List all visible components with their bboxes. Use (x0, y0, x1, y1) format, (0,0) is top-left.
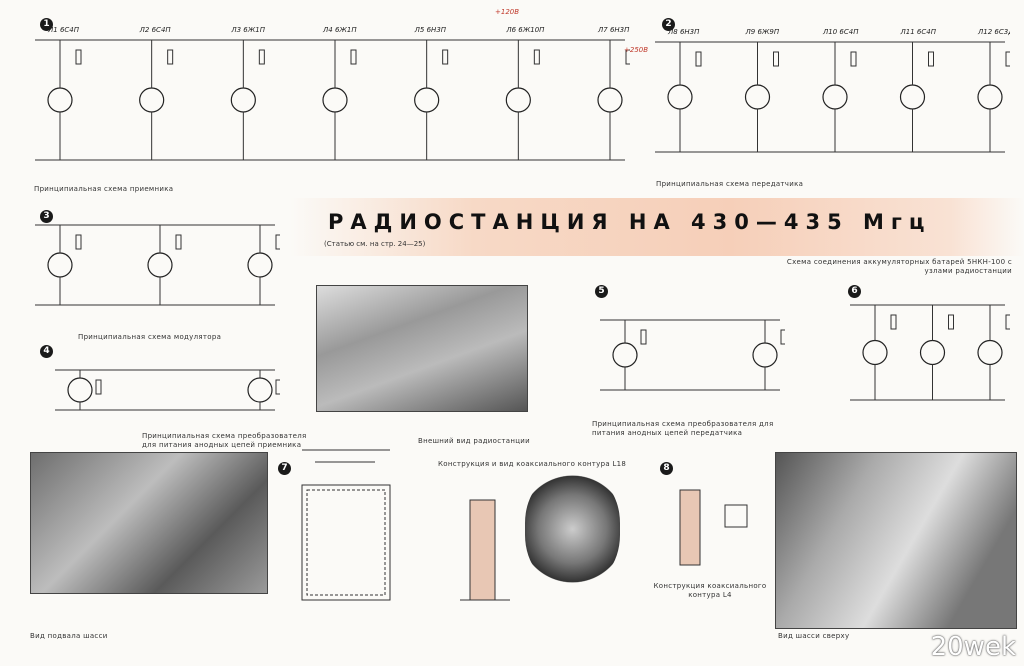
figure-number-4: 4 (40, 345, 53, 358)
resistor-symbol (850, 51, 857, 67)
resistor-symbol (948, 314, 954, 330)
tube-symbol (612, 342, 638, 368)
tube-symbol (505, 87, 531, 113)
resistor-symbol (275, 379, 280, 395)
tube-symbol (752, 342, 778, 368)
tube-symbol (862, 339, 888, 366)
tube-label: Л10 6С4П (822, 28, 859, 36)
receiver-caption: Принципиальная схема приемника (34, 185, 174, 193)
tube-symbol (822, 84, 848, 110)
resistor-symbol (1005, 51, 1010, 67)
resistor-symbol (1005, 314, 1010, 330)
tube-symbol (667, 84, 693, 110)
figure-number-3: 3 (40, 210, 53, 223)
battery-schematic (850, 304, 1010, 401)
tube-label: Л9 6Ж9П (745, 28, 780, 36)
tube-symbol (47, 87, 73, 113)
resistor-symbol (95, 379, 102, 395)
resistor-symbol (75, 234, 82, 250)
chassis-top-photo (775, 452, 1017, 629)
resistor-symbol (773, 51, 779, 67)
coax-l18-section (460, 499, 510, 601)
tx-converter-caption: Принципиальная схема преобразователя для… (592, 420, 774, 437)
resistor-symbol (640, 329, 647, 345)
page-subtitle: (Статью см. на стр. 24—25) (324, 240, 426, 248)
tube-symbol (247, 252, 273, 278)
tx-converter-schematic (600, 319, 785, 391)
figure-number-2: 2 (662, 18, 675, 31)
tube-label: Л11 6С4П (900, 28, 937, 36)
transmitter-caption: Принципиальная схема передатчика (656, 180, 804, 188)
coax-l18-caption: Конструкция и вид коаксиального контура … (438, 460, 627, 468)
rx-converter-caption: Принципиальная схема преобразователя для… (142, 432, 307, 449)
tube-symbol (247, 377, 273, 403)
transmitter-schematic: Л8 6Н3П Л9 6Ж9П Л10 6С4П Л11 6С4П Л12 6С3Д (655, 28, 1010, 153)
resistor-symbol (275, 234, 280, 250)
exterior-caption: Внешний вид радиостанции (418, 437, 530, 445)
chassis-bottom-caption: Вид подвала шасси (30, 632, 108, 640)
tx-voltage-label: +250В (624, 46, 649, 54)
resistor-symbol (533, 49, 540, 65)
tube-label: Л8 6Н3П (667, 28, 700, 36)
tube-symbol (977, 84, 1003, 110)
watermark: 20wek (930, 632, 1016, 662)
tube-label: Л5 6Н3П (414, 26, 447, 34)
resistor-symbol (167, 49, 174, 65)
tube-symbol (977, 339, 1003, 366)
tube-symbol (744, 84, 771, 110)
resistor-symbol (258, 49, 265, 65)
battery-caption: Схема соединения аккумуляторных батарей … (786, 258, 1012, 275)
tube-symbol (230, 87, 256, 113)
exterior-photo (316, 285, 528, 412)
tube-label: Л12 6С3Д (977, 28, 1010, 36)
tube-symbol (139, 87, 165, 113)
figure-number-5: 5 (595, 285, 608, 298)
resistor-symbol (928, 51, 934, 67)
modulator-caption: Принципиальная схема модулятора (78, 333, 222, 341)
tube-label: Л6 6Ж10П (505, 26, 545, 34)
tube-label: Л1 6С4П (47, 26, 80, 34)
tube-symbol (597, 87, 623, 113)
tube-label: Л3 6Ж1П (230, 26, 265, 34)
rx-voltage-label: +120В (495, 8, 520, 16)
resistor-symbol (890, 314, 897, 330)
coax-l18-photo (525, 470, 620, 588)
tube-label: Л4 6Ж1П (322, 26, 357, 34)
resistor-symbol (350, 49, 357, 65)
tube-symbol (899, 84, 926, 110)
chassis-bottom-photo (30, 452, 268, 594)
rx-converter-schematic (55, 369, 280, 411)
receiver-schematic: Л1 6С4П Л2 6С4П Л3 6Ж1П Л4 6Ж1П Л5 6Н3П Л6 6Ж… (35, 26, 630, 161)
chassis-top-caption: Вид шасси сверху (778, 632, 850, 640)
tube-label: Л7 6Н3П (597, 26, 630, 34)
title-band (290, 198, 1024, 256)
resistor-symbol (780, 329, 785, 345)
figure-number-7: 7 (278, 462, 291, 475)
resistor-symbol (695, 51, 702, 67)
tube-label: Л2 6С4П (139, 26, 172, 34)
tube-symbol (147, 252, 173, 278)
resistor-symbol (625, 49, 630, 65)
tube-symbol (919, 339, 946, 366)
resistor-symbol (75, 49, 82, 65)
resistor-symbol (442, 49, 449, 65)
tube-symbol (322, 87, 348, 113)
tube-symbol (67, 377, 93, 403)
figure-number-8: 8 (660, 462, 673, 475)
coax-l4-caption: Конструкция коаксиального контура L4 (653, 582, 767, 599)
figure-number-1: 1 (40, 18, 53, 31)
tube-symbol (414, 87, 440, 113)
resistor-symbol (175, 234, 182, 250)
modulator-schematic (35, 224, 280, 306)
tube-symbol (47, 252, 73, 278)
page-title: РАДИОСТАНЦИЯ НА 430—435 Мгц (328, 210, 932, 234)
coax-l4-drawing (679, 489, 748, 566)
coax-l18-drawing (301, 449, 391, 601)
figure-number-6: 6 (848, 285, 861, 298)
